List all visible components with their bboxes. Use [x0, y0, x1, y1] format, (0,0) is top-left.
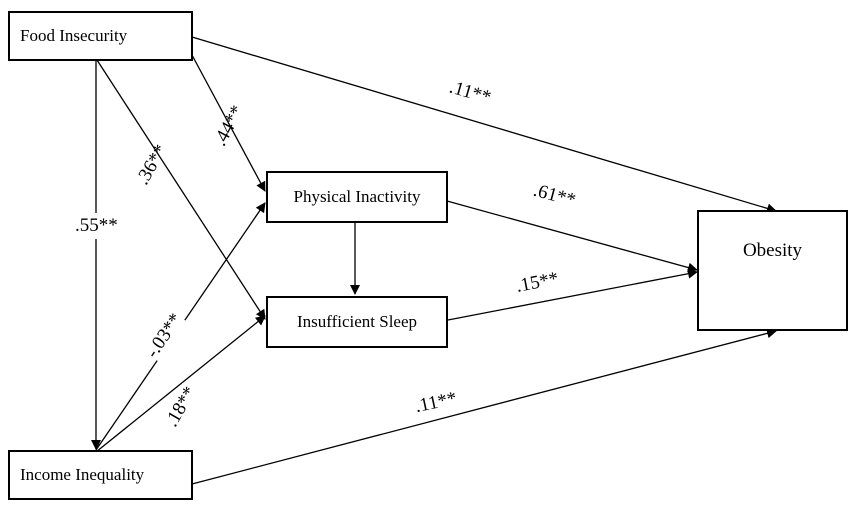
node-food-insecurity: Food Insecurity: [8, 11, 193, 61]
node-label: Income Inequality: [20, 465, 145, 484]
coef-food-to-income-inequality: .55**: [75, 213, 118, 239]
node-label: Obesity: [742, 240, 803, 261]
node-label: Physical Inactivity: [293, 187, 421, 206]
node-insufficient-sleep: Insufficient Sleep: [266, 296, 448, 348]
arrow-food-to-physical-inactivity: [191, 54, 266, 192]
arrow-income-to-obesity: [191, 328, 777, 485]
arrow-physical-inactivity-to-obesity: [446, 200, 698, 273]
arrow-food-to-obesity: [191, 36, 777, 214]
node-obesity: Obesity: [697, 210, 848, 331]
node-income-inequality: Income Inequality: [8, 450, 193, 500]
arrow-insufficient-sleep-to-obesity: [447, 268, 698, 321]
node-physical-inactivity: Physical Inactivity: [266, 171, 448, 223]
arrow-food-to-insufficient-sleep: [96, 59, 266, 320]
node-label: Food Insecurity: [20, 26, 128, 45]
node-label: Insufficient Sleep: [296, 312, 418, 331]
